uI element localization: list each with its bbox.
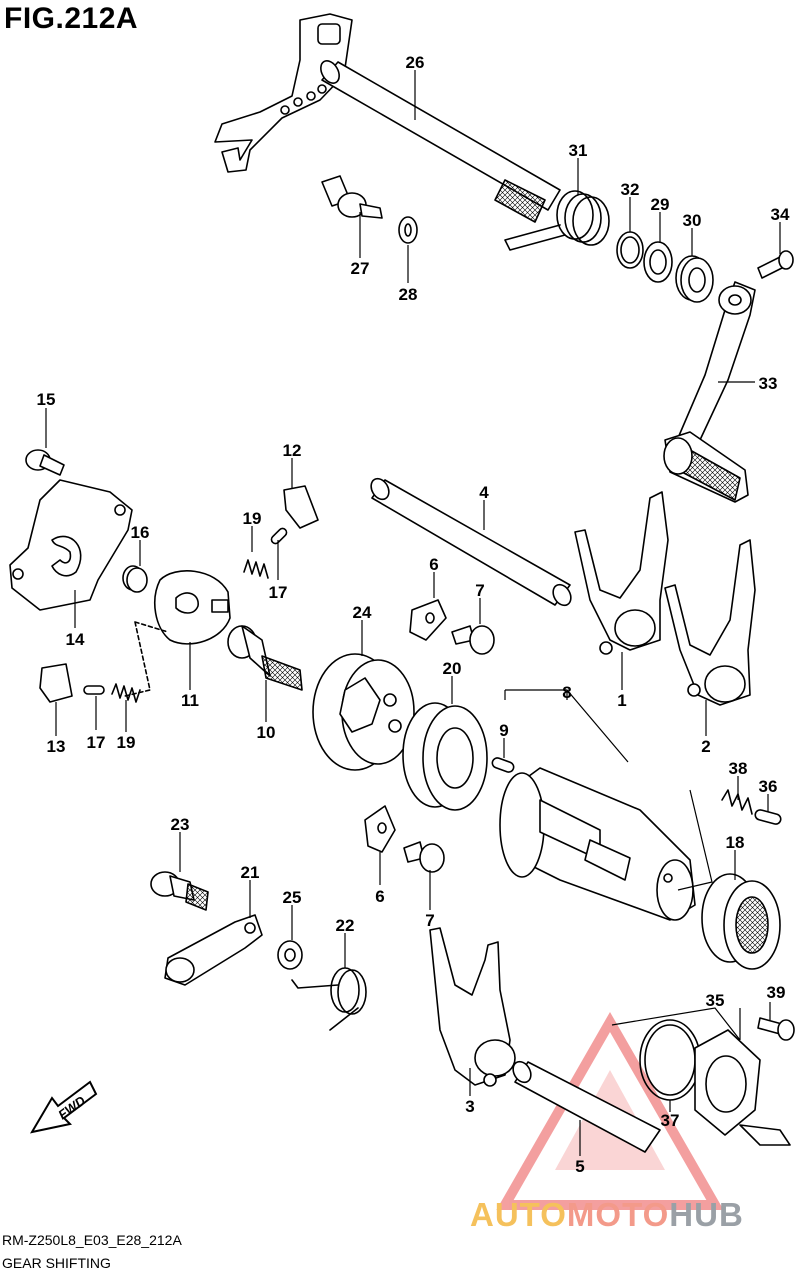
watermark-text: AUTOMOTOHUB	[470, 1196, 744, 1234]
o-ring	[639, 1019, 701, 1101]
part-callout: 7	[475, 581, 484, 600]
part-callout: 3	[465, 1097, 474, 1116]
part-callout: 12	[283, 441, 302, 460]
gear-position-switch	[694, 1029, 791, 1146]
part-callout: 36	[759, 777, 778, 796]
collar	[122, 565, 148, 593]
shift-fork-3	[429, 927, 516, 1087]
part-callout: 11	[181, 691, 199, 710]
part-callout: 29	[651, 195, 670, 214]
part-callout: 9	[499, 721, 508, 740]
gear-shift-shaft	[214, 13, 561, 223]
part-callout: 19	[117, 733, 136, 752]
part-callout: 8	[562, 683, 571, 702]
screw	[403, 841, 445, 873]
part-callout: 18	[726, 833, 745, 852]
part-callout: 31	[569, 141, 588, 160]
part-callout: 20	[443, 659, 462, 678]
part-callout: 10	[257, 723, 276, 742]
circlip	[616, 231, 644, 269]
forward-direction-badge: FWD	[29, 1080, 98, 1134]
part-callout: 22	[336, 916, 355, 935]
oil-seal	[675, 255, 714, 303]
part-callout: 6	[375, 887, 384, 906]
part-callout: 7	[425, 911, 434, 930]
part-callout: 21	[241, 863, 260, 882]
screw	[25, 449, 65, 476]
part-callout: 33	[759, 374, 778, 393]
leader-lines	[45, 70, 781, 1156]
pawl	[283, 485, 319, 529]
part-callout: 4	[479, 483, 489, 502]
part-callout: 6	[429, 555, 438, 574]
figure-name: GEAR SHIFTING	[2, 1255, 111, 1271]
washer	[643, 241, 673, 283]
pawl-spring	[243, 559, 269, 579]
cam-bearing	[402, 702, 488, 811]
cam-stopper-bolt	[150, 871, 209, 911]
dowel-pin	[491, 757, 515, 773]
gearshift-cam-gear	[312, 653, 415, 771]
part-callout: 14	[66, 630, 85, 649]
part-callout: 28	[399, 285, 418, 304]
watermark-text-moto: MOTO	[566, 1196, 670, 1233]
screw	[451, 625, 495, 655]
shift-fork-shaft	[370, 477, 572, 607]
pawl-spring	[111, 683, 141, 703]
pin-spring	[721, 789, 753, 815]
gearshift-lever	[663, 281, 756, 503]
watermark-text-hub: HUB	[669, 1196, 744, 1233]
cam-stopper-spring	[291, 967, 367, 1031]
pawl-pin	[270, 527, 288, 545]
shift-fork-2	[664, 539, 756, 706]
part-callout: 23	[171, 815, 190, 834]
part-callout: 24	[353, 603, 372, 622]
figure-title: FIG.212A	[4, 2, 139, 35]
part-callout: 38	[729, 759, 748, 778]
part-callout: 13	[47, 737, 66, 756]
part-callout: 27	[351, 259, 370, 278]
part-callout: 37	[661, 1111, 680, 1130]
part-callout: 17	[87, 733, 106, 752]
shift-fork-shaft	[512, 1060, 661, 1153]
part-callout: 30	[683, 211, 702, 230]
bolt	[757, 250, 794, 279]
cam-bearing	[701, 873, 781, 970]
part-callout: 32	[621, 180, 640, 199]
shift-fork-1	[574, 491, 669, 655]
part-callout: 19	[243, 509, 262, 528]
cam-driven-gear	[154, 570, 231, 645]
figure-code: RM-Z250L8_E03_E28_212A	[2, 1232, 182, 1248]
part-callout: 34	[771, 205, 790, 224]
gearshift-guide-plate	[9, 479, 133, 611]
watermark-text-auto: AUTO	[470, 1196, 567, 1233]
part-callout: 2	[701, 737, 710, 756]
part-callout: 17	[269, 583, 288, 602]
pawl-pin	[83, 685, 105, 695]
part-callout: 5	[575, 1157, 584, 1176]
pawl	[39, 663, 73, 703]
stopper-bolt	[321, 175, 383, 219]
part-callout: 35	[706, 991, 725, 1010]
part-callout: 25	[283, 888, 302, 907]
bolt	[757, 1017, 795, 1041]
part-callout: 39	[767, 983, 786, 1002]
part-callout: 15	[37, 390, 56, 409]
part-callout: 1	[617, 691, 626, 710]
gearshift-cam	[499, 767, 696, 921]
part-callout: 16	[131, 523, 150, 542]
part-callout: 26	[406, 53, 425, 72]
neutral-pin	[754, 809, 782, 825]
cam-stopper-bolt	[227, 625, 303, 691]
shaft-return-spring	[504, 190, 610, 251]
cam-stopper	[164, 914, 263, 986]
